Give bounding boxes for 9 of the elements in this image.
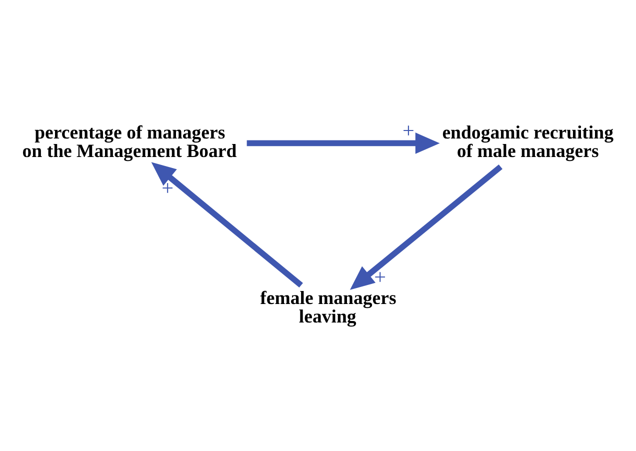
- node-text: endogamic recruiting of male managers: [442, 122, 614, 162]
- node-text: percentage of managers on the Management Board: [22, 122, 237, 162]
- edge-label: +: [402, 118, 414, 142]
- arrow: [151, 162, 303, 288]
- arrow: [246, 132, 440, 154]
- edge-label: +: [374, 264, 386, 289]
- arrow: [350, 164, 502, 290]
- node-text: female managers leaving: [260, 287, 396, 328]
- edge-label: +: [162, 176, 174, 200]
